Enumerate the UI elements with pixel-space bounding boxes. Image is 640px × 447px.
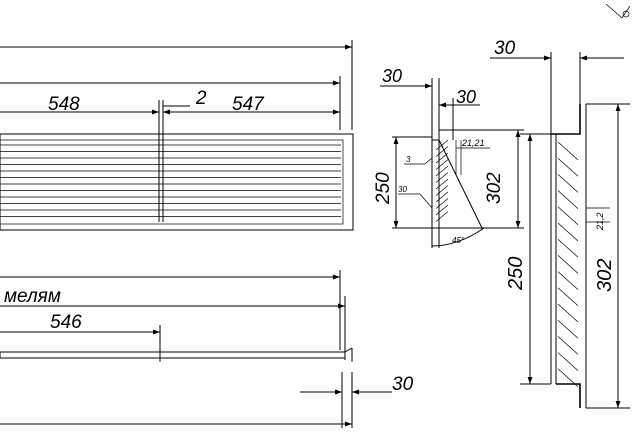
corner-symbol (605, 3, 631, 19)
louvre-section (557, 368, 579, 388)
hatch-line (435, 198, 449, 209)
dim-front-right: 547 (232, 94, 265, 115)
dim-side-30: 30 (398, 185, 407, 194)
dim-side-top-left: 30 (382, 66, 402, 86)
dim-side-3: 3 (406, 155, 411, 164)
side-section: 30 30 21,21 250 302 3 30 45° (373, 66, 524, 248)
dim-side-angle: 45° (452, 236, 465, 245)
bottom-note: мелям (4, 286, 61, 307)
front-view: 548 2 547 (0, 40, 354, 231)
hatch-line (435, 172, 449, 183)
hatch-line (435, 146, 449, 157)
louvre-section (557, 238, 579, 258)
dim-front-gap: 2 (195, 88, 207, 109)
louvre-section (557, 303, 579, 323)
hatch-line (435, 185, 449, 196)
grille-front (0, 133, 354, 231)
louvre-section (557, 271, 579, 290)
hatch-line (435, 178, 449, 190)
louvre-section (557, 287, 579, 307)
louvre-section (557, 319, 579, 339)
hatch-line (435, 204, 449, 216)
dim-bottom-width: 546 (50, 312, 82, 333)
louvre-section (557, 141, 579, 161)
dim-bottom-depth: 30 (392, 374, 414, 395)
dim-side-top-right: 30 (456, 87, 476, 107)
dim-side-250: 250 (373, 172, 394, 205)
louvre-section (557, 190, 579, 209)
hatch-line (435, 159, 449, 170)
plan-view: мелям 546 30 (0, 270, 414, 428)
hatch-line (435, 139, 449, 151)
dim-right-250: 250 (505, 257, 527, 291)
louvre-section (557, 157, 579, 177)
right-section: 30 250 302 21,2 (490, 3, 631, 409)
louvre-section (557, 352, 579, 371)
louvre-section (557, 174, 579, 193)
louvre-section (557, 336, 579, 355)
hatch-line (435, 165, 449, 177)
dim-side-flange: 21,21 (461, 138, 485, 148)
dim-right-top: 30 (494, 38, 516, 59)
dim-side-302: 302 (484, 172, 505, 204)
hatch-line (435, 211, 449, 222)
hatch-line (435, 191, 449, 203)
louvre-section (557, 222, 579, 242)
dim-right-302: 302 (594, 259, 616, 292)
dim-front-left: 548 (48, 94, 80, 115)
louvre-section (557, 255, 579, 274)
louvre-section (557, 206, 579, 226)
